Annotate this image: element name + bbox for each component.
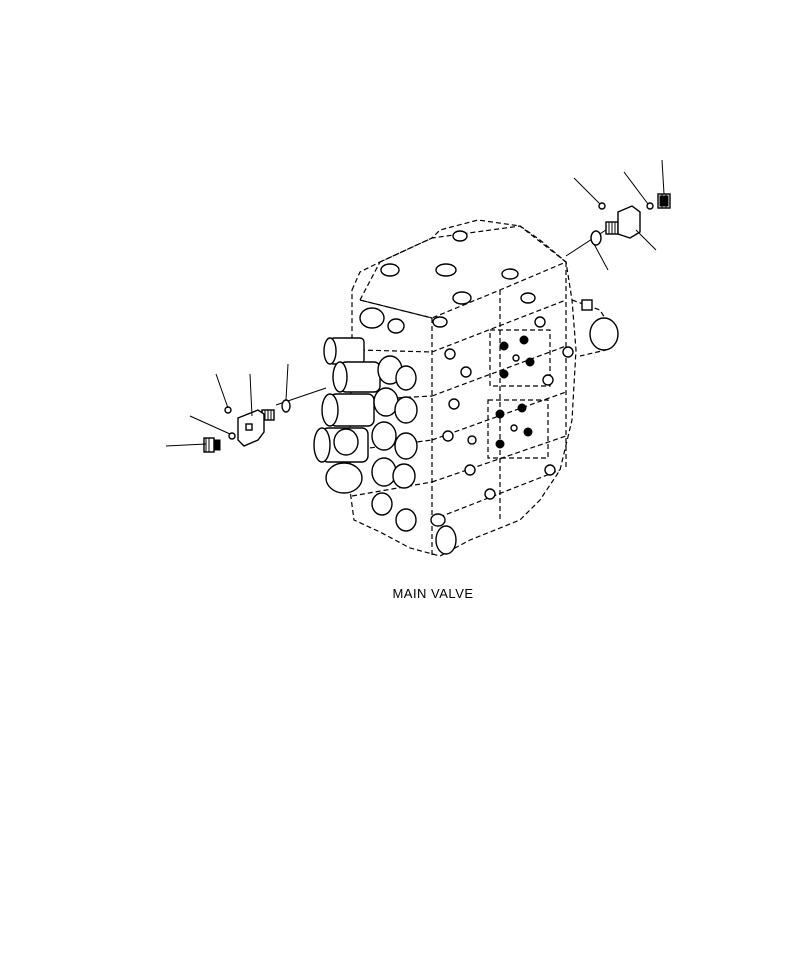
o-ring <box>598 202 606 210</box>
leader-line <box>635 229 657 251</box>
o-ring <box>228 432 236 440</box>
right-solenoid-assembly <box>565 159 671 271</box>
leader-line <box>593 243 609 271</box>
left-solenoid-assembly <box>165 363 327 453</box>
spool-end <box>321 387 418 427</box>
spool-end <box>323 307 405 365</box>
leader-line <box>623 171 649 205</box>
plug-bolt <box>203 437 221 453</box>
top-plug <box>432 316 448 328</box>
leader-line <box>573 177 601 205</box>
top-plug <box>501 268 519 280</box>
main-valve-body <box>313 219 619 557</box>
port-cluster <box>442 316 574 500</box>
o-ring <box>281 399 291 413</box>
spool-end <box>313 421 418 463</box>
o-ring <box>646 202 654 210</box>
leader-line <box>215 373 229 409</box>
spool-end <box>332 355 417 393</box>
leader-line <box>661 159 665 195</box>
leader-line <box>189 415 231 435</box>
plug-bolt <box>657 193 671 209</box>
o-ring <box>590 230 602 246</box>
leader-line <box>165 443 207 447</box>
top-plug <box>380 263 400 277</box>
figure-caption: MAIN VALVE <box>392 586 474 601</box>
side-port <box>589 317 619 351</box>
solenoid-valve-body <box>617 205 641 239</box>
bottom-boss <box>435 525 457 555</box>
top-plug <box>435 263 457 277</box>
port-cluster <box>489 329 551 387</box>
port-cluster <box>487 399 549 459</box>
spool-end <box>325 457 417 532</box>
top-plug <box>452 230 468 242</box>
leader-line <box>249 373 253 417</box>
top-plug <box>452 291 472 305</box>
valve-outline <box>349 219 577 557</box>
top-plug <box>520 292 536 304</box>
leader-line <box>285 363 289 401</box>
